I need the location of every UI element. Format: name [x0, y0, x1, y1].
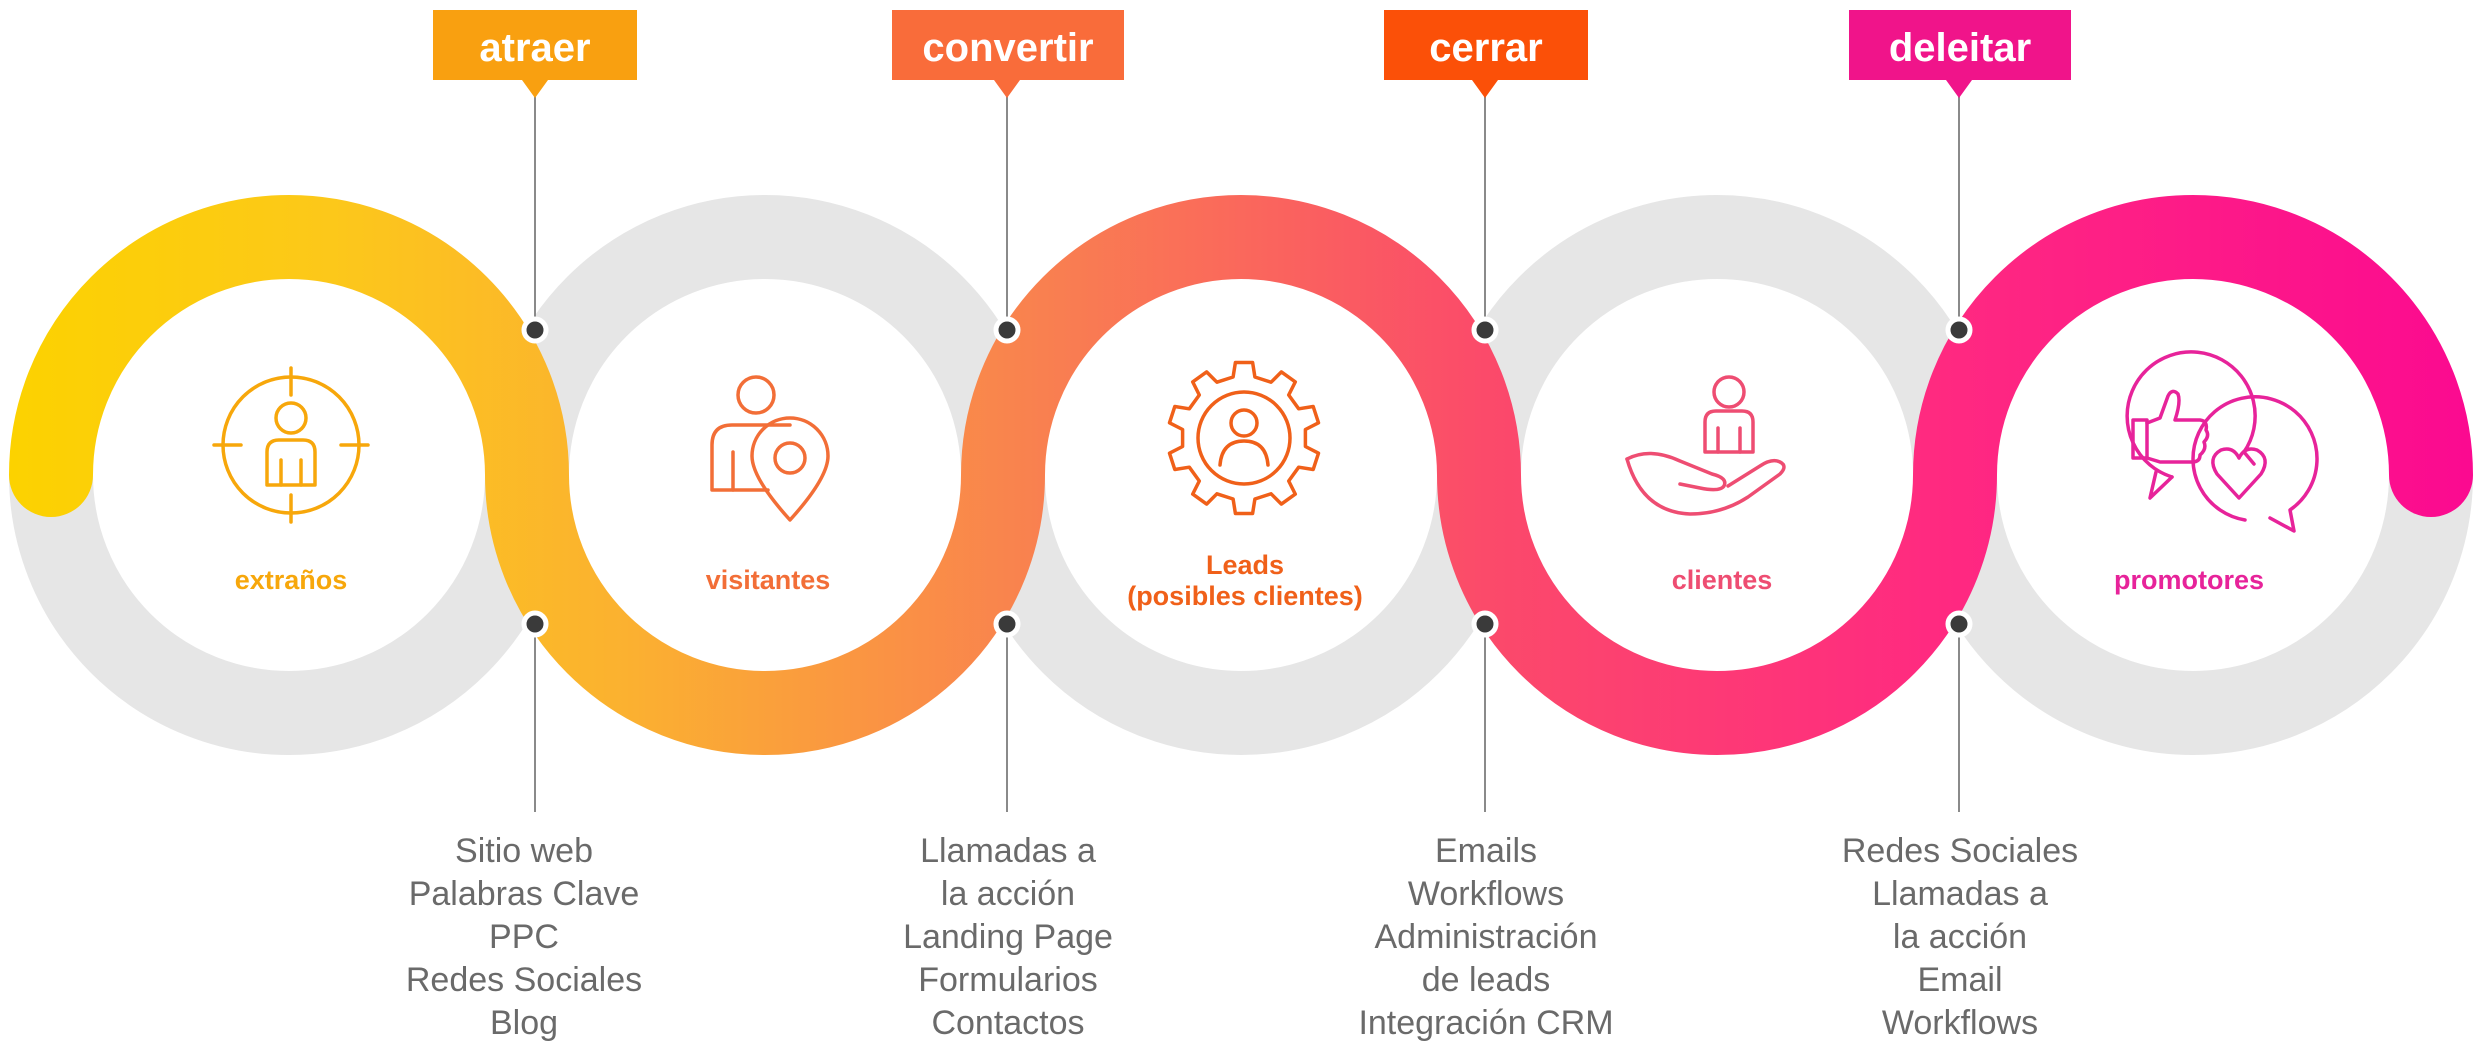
person-location-icon: [710, 375, 830, 522]
list-item: Administración: [1375, 918, 1598, 956]
track-lower-5: [1913, 474, 2473, 755]
tag-box: [1849, 10, 2071, 98]
list-item: Integración CRM: [1358, 1004, 1613, 1042]
grey-track: [9, 195, 2473, 755]
tool-list-cerrar: Emails Workflows Administración de leads…: [1358, 832, 1613, 1042]
target-person-icon: [212, 366, 370, 524]
list-item: la acción: [941, 875, 1075, 913]
list-item: Palabras Clave: [409, 875, 640, 913]
list-item: Emails: [1435, 832, 1537, 870]
tag-box: [433, 10, 637, 98]
list-item: de leads: [1422, 961, 1551, 999]
funnel-wave: [9, 195, 2473, 755]
track-upper-2: [485, 195, 1045, 476]
tag-box: [1384, 10, 1588, 98]
dot-cerrar-top: [1471, 316, 1499, 344]
circle-label-clientes: clientes: [1672, 565, 1773, 595]
dot-atraer-top: [521, 316, 549, 344]
dot-atraer-bottom: [521, 610, 549, 638]
stage-label: atraer: [479, 26, 590, 70]
track-lower-3: [961, 474, 1521, 755]
dot-convertir-bottom: [993, 610, 1021, 638]
circle-label-leads-sub: (posibles clientes): [1127, 581, 1363, 611]
tool-list-convertir: Llamadas a la acción Landing Page Formul…: [903, 832, 1113, 1042]
list-item: Landing Page: [903, 918, 1113, 956]
list-item: Formularios: [918, 961, 1097, 999]
circle-label-visitantes: visitantes: [706, 565, 831, 595]
track-lower-1: [9, 474, 569, 755]
tag-box: [892, 10, 1124, 98]
tool-list-deleitar: Redes Sociales Llamadas a la acción Emai…: [1842, 832, 2078, 1042]
stage-tag-convertir: convertir: [892, 10, 1124, 98]
circle-label-extranos: extraños: [235, 565, 348, 595]
list-item: Contactos: [931, 1004, 1084, 1042]
dot-deleitar-bottom: [1945, 610, 1973, 638]
list-item: Email: [1917, 961, 2002, 999]
connector-dots: [521, 316, 1973, 638]
list-item: Redes Sociales: [1842, 832, 2078, 870]
thumbs-up-heart-icon: [2125, 350, 2319, 533]
list-item: Blog: [490, 1004, 558, 1042]
list-item: la acción: [1893, 918, 2027, 956]
stage-tag-deleitar: deleitar: [1849, 10, 2071, 98]
stage-connectors: [534, 88, 1960, 812]
stage-tag-cerrar: cerrar: [1384, 10, 1588, 98]
list-item: PPC: [489, 918, 559, 956]
list-item: Llamadas a: [920, 832, 1096, 870]
stage-label: deleitar: [1889, 26, 2031, 70]
hand-person-icon: [1625, 375, 1786, 516]
stage-label: cerrar: [1429, 26, 1542, 70]
list-item: Redes Sociales: [406, 961, 642, 999]
dot-convertir-top: [993, 316, 1021, 344]
stage-label: convertir: [922, 26, 1093, 70]
tool-list-atraer: Sitio web Palabras Clave PPC Redes Socia…: [406, 832, 642, 1042]
list-item: Sitio web: [455, 832, 593, 870]
circle-label-leads: Leads: [1206, 550, 1284, 580]
list-item: Workflows: [1882, 1004, 2038, 1042]
gear-person-icon: [1167, 360, 1321, 516]
list-item: Workflows: [1408, 875, 1564, 913]
list-item: Llamadas a: [1872, 875, 2048, 913]
dot-deleitar-top: [1945, 316, 1973, 344]
track-upper-4: [1437, 195, 1997, 476]
stage-tag-atraer: atraer: [433, 10, 637, 98]
dot-cerrar-bottom: [1471, 610, 1499, 638]
circle-label-promotores: promotores: [2114, 565, 2264, 595]
